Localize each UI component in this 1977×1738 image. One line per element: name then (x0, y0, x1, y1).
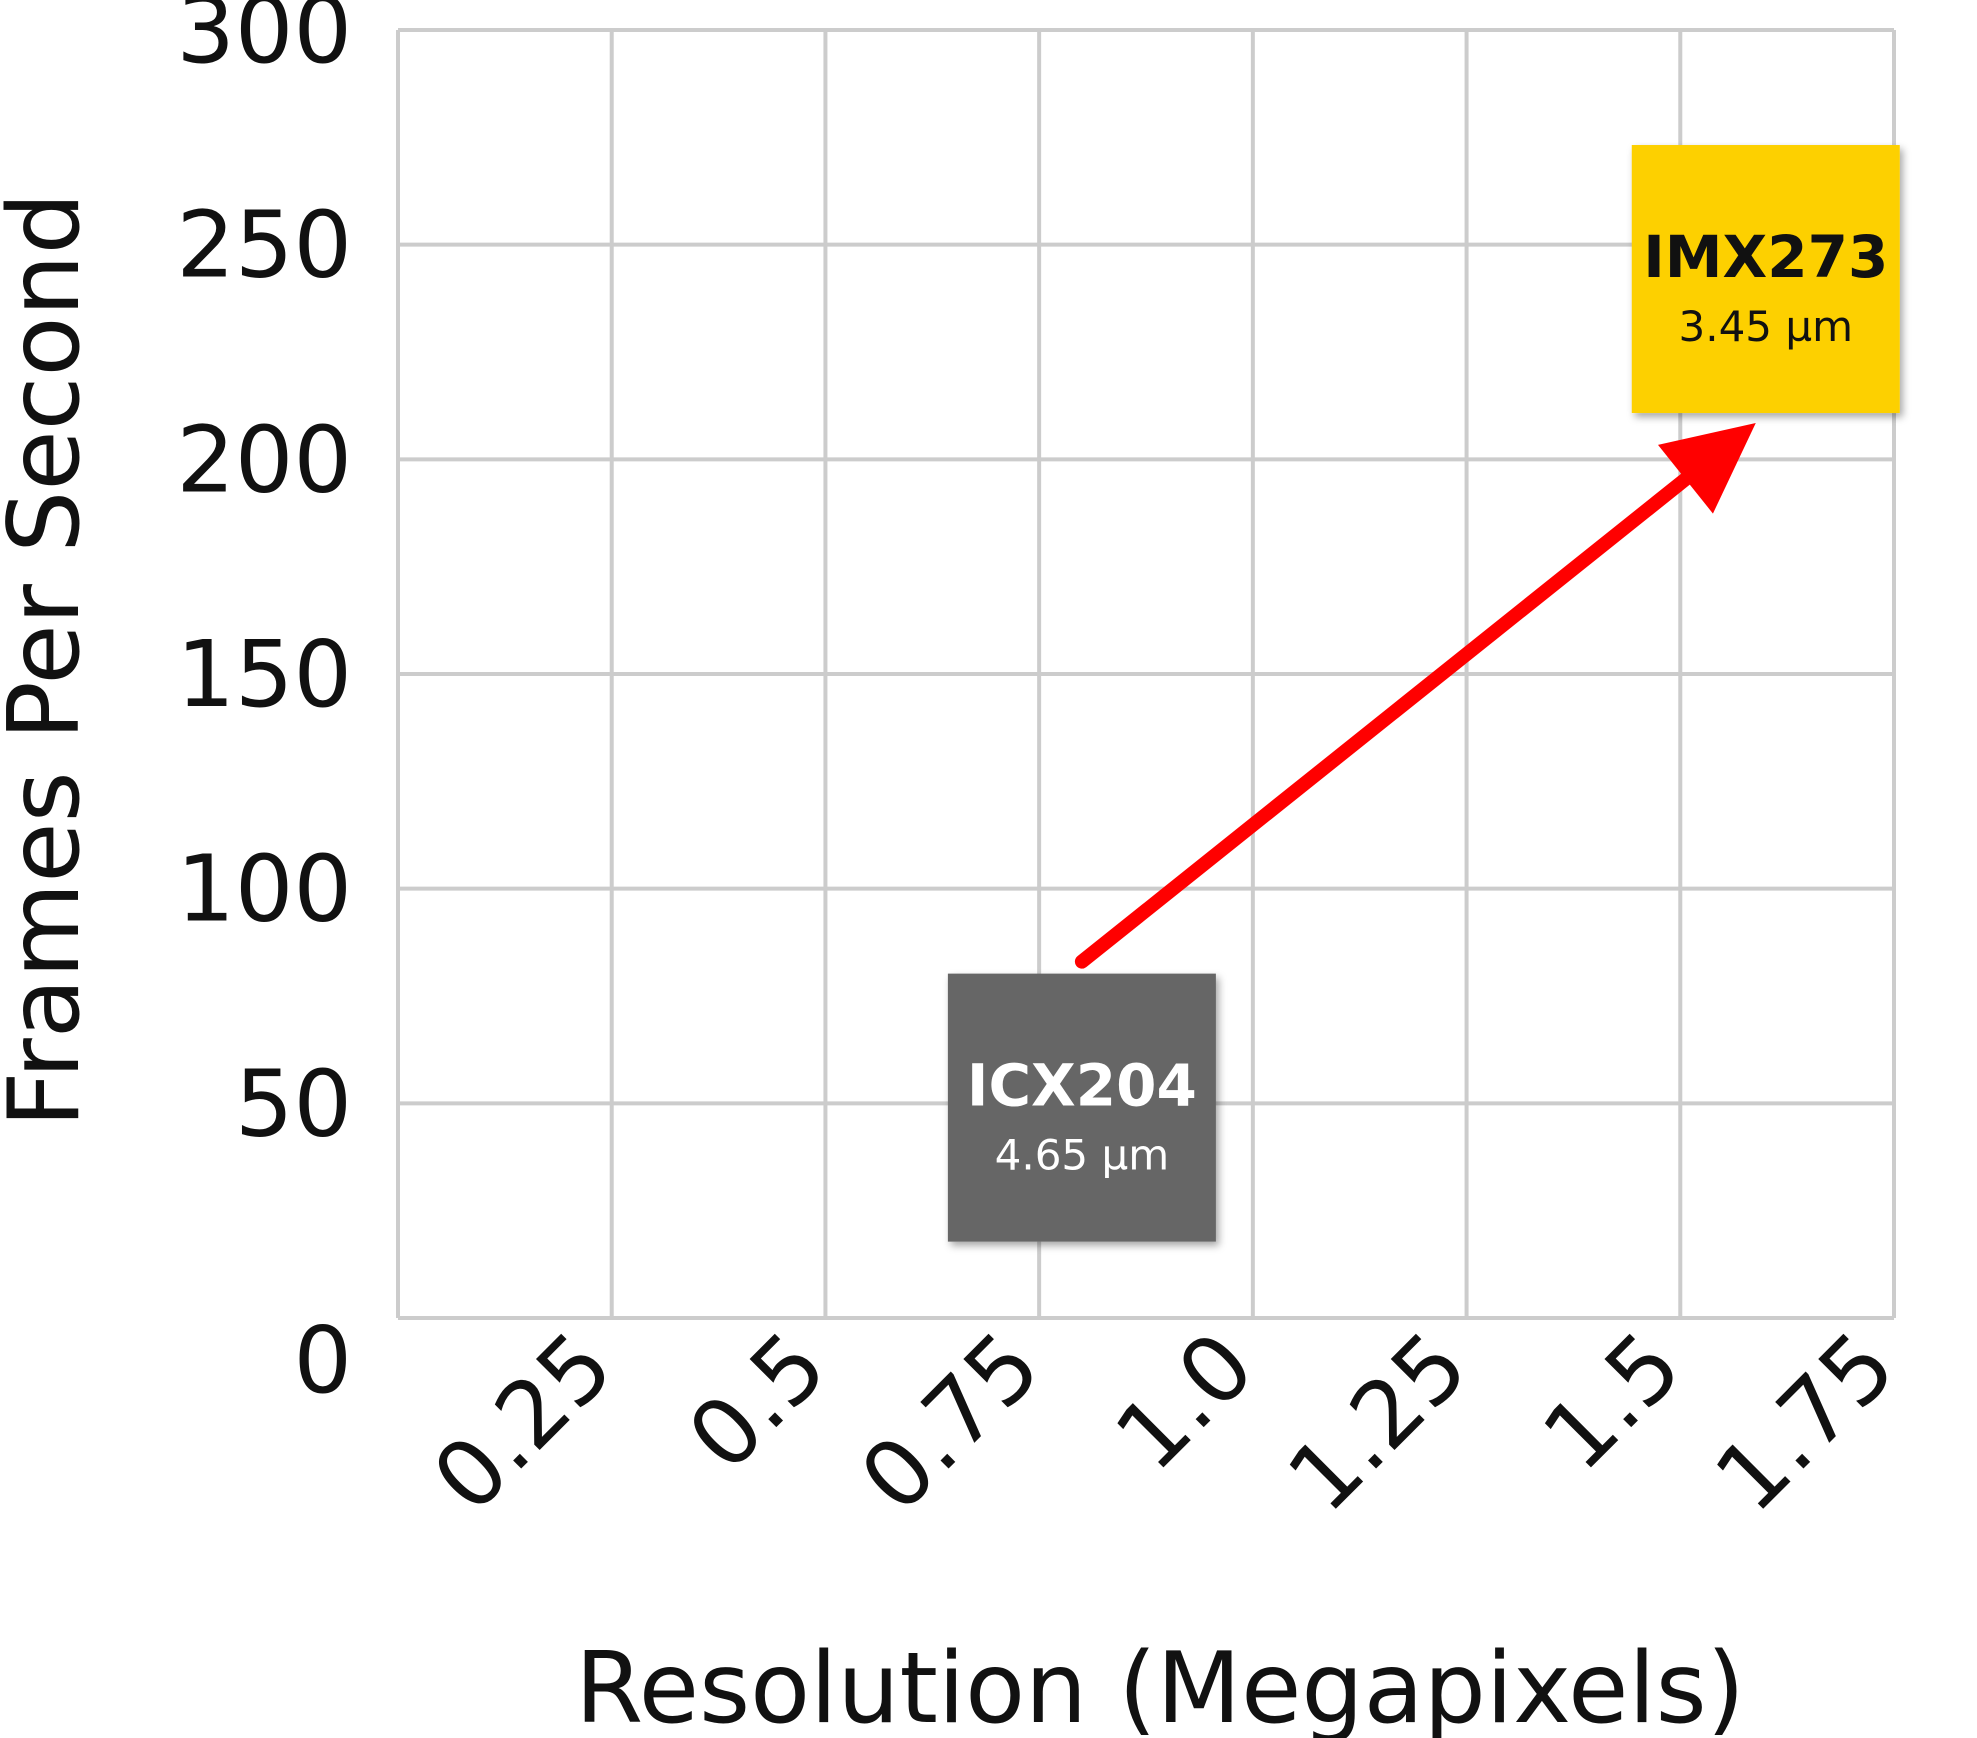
y-tick-label: 150 (176, 621, 352, 728)
sensor-marker: IMX273 3.45 µm (1631, 145, 1900, 414)
y-tick-label: 300 (176, 0, 352, 84)
y-axis-title: Frames Per Second (0, 192, 102, 1128)
x-tick-label: 1.75 (1695, 1312, 1916, 1533)
arrow-shaft (1074, 472, 1693, 969)
x-tick-label: 0.75 (840, 1312, 1061, 1533)
y-axis-ticks: 0 50 100 150 200 250 300 (176, 0, 352, 1414)
y-tick-label: 0 (293, 1307, 352, 1414)
chart-grid (396, 28, 1896, 1320)
x-tick-label: 0.5 (668, 1312, 847, 1491)
y-tick-label: 100 (176, 836, 352, 943)
x-tick-label: 0.25 (413, 1312, 634, 1533)
sensor-marker: ICX204 4.65 µm (947, 973, 1216, 1242)
y-tick-label: 50 (235, 1050, 352, 1157)
x-tick-label: 1.5 (1523, 1312, 1702, 1491)
sensor-pixel-size: 3.45 µm (1679, 302, 1854, 351)
sensor-marker-box (1631, 145, 1900, 414)
x-axis-title: Resolution (Megapixels) (575, 1632, 1745, 1738)
y-tick-label: 200 (176, 406, 352, 513)
sensor-markers: ICX204 4.65 µm IMX273 3.45 µm (947, 145, 1900, 1242)
sensor-name: IMX273 (1643, 223, 1888, 291)
x-tick-label: 1.0 (1095, 1312, 1274, 1491)
trend-arrow (1074, 423, 1756, 969)
sensor-marker-box (947, 973, 1216, 1242)
arrow-head (1657, 423, 1756, 514)
sensor-name: ICX204 (967, 1052, 1197, 1120)
x-tick-label: 1.25 (1268, 1312, 1489, 1533)
y-tick-label: 250 (176, 192, 352, 299)
sensor-pixel-size: 4.65 µm (995, 1131, 1170, 1180)
